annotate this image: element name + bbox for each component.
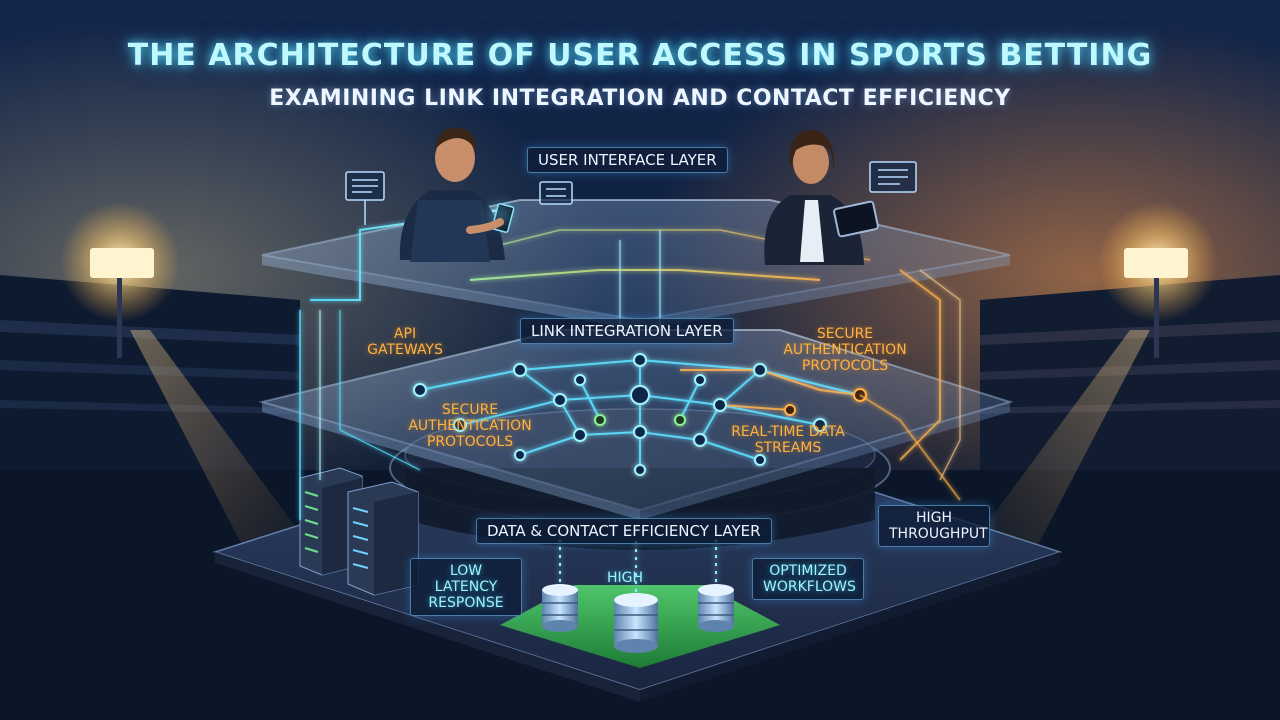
stadium-stands-right: [980, 275, 1280, 470]
callout-optimized-workflows: OPTIMIZED WORKFLOWS: [752, 558, 864, 600]
link-integration-layer-panel: [258, 329, 1014, 520]
dashboard-screen-icon: [869, 161, 917, 193]
callout-high: HIGH: [607, 570, 644, 586]
page-title: THE ARCHITECTURE OF USER ACCESS IN SPORT…: [127, 38, 1153, 73]
layer-label-user-interface: USER INTERFACE LAYER: [527, 147, 728, 173]
database-icon: [614, 593, 658, 653]
data-connection-wires: [299, 209, 961, 520]
server-rack-icon: [347, 481, 419, 596]
layer-label-link-integration: LINK INTEGRATION LAYER: [520, 318, 734, 344]
page-subtitle: EXAMINING LINK INTEGRATION AND CONTACT E…: [269, 86, 1011, 111]
stadium-floodlight-icon: [960, 202, 1218, 560]
callout-api-gateways: API GATEWAYS: [367, 326, 443, 358]
callout-secure-auth-right: SECURE AUTHENTICATION PROTOCOLS: [783, 326, 907, 374]
callout-high-throughput: HIGH THROUGHPUT: [878, 505, 990, 547]
layer-label-data-contact-efficiency: DATA & CONTACT EFFICIENCY LAYER: [476, 518, 772, 544]
user-with-phone-icon: [399, 127, 515, 262]
stadium-stands-left: [0, 275, 300, 470]
dashboard-screen-icon: [345, 171, 385, 225]
callout-secure-auth-left: SECURE AUTHENTICATION PROTOCOLS: [408, 402, 532, 450]
user-with-tablet-icon: [764, 130, 879, 265]
dashboard-screen-icon: [539, 181, 573, 205]
node-network-icon: [413, 353, 867, 476]
stadium-floodlight-icon: [60, 202, 320, 560]
database-icon: [698, 584, 734, 632]
callout-realtime-streams: REAL-TIME DATA STREAMS: [731, 424, 845, 456]
callout-low-latency: LOW LATENCY RESPONSE: [410, 558, 522, 616]
db-uplinks: [559, 540, 717, 592]
database-icon: [542, 584, 578, 632]
